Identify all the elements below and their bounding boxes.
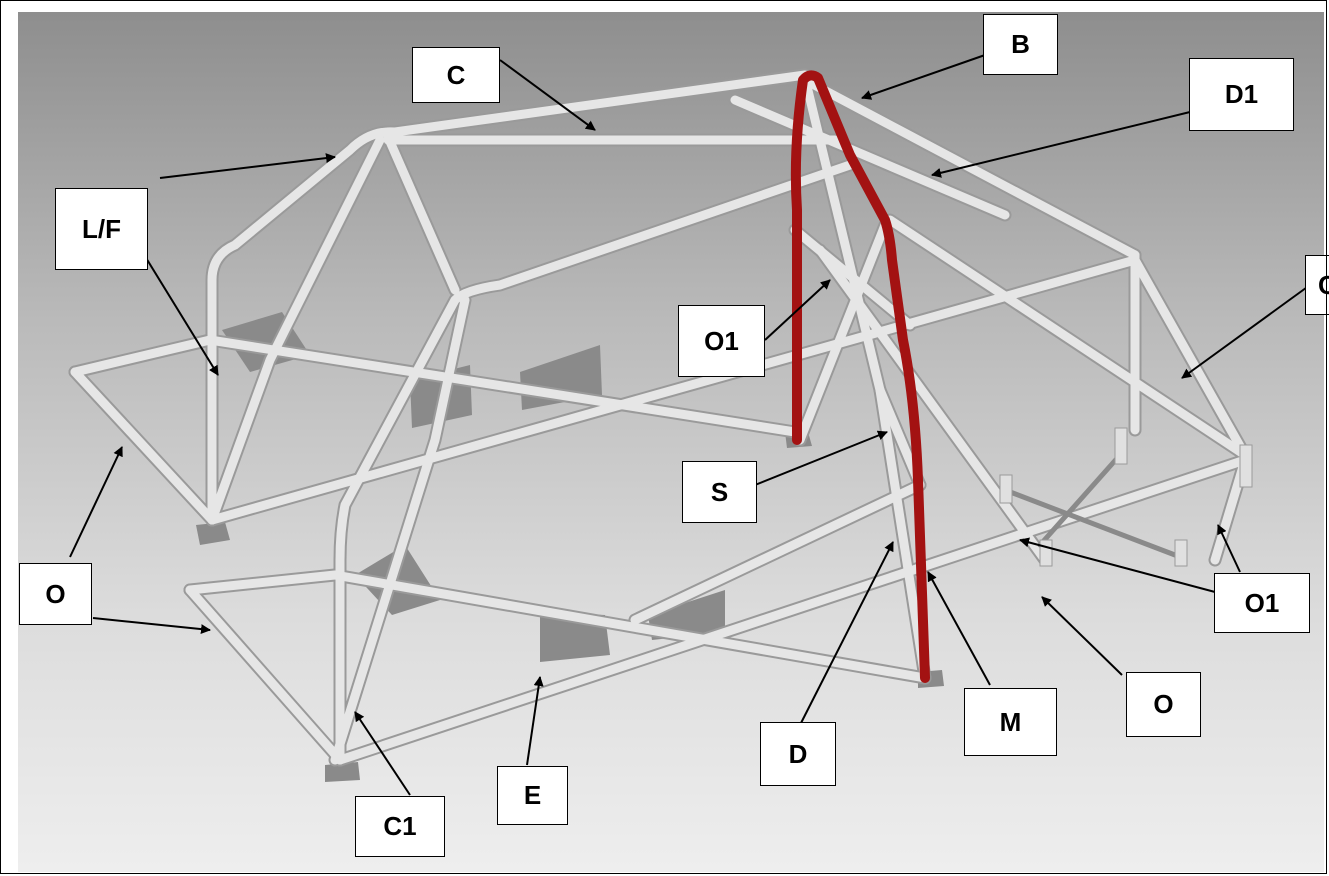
label-c1: C1: [355, 796, 445, 857]
gusset-plates: [196, 312, 944, 782]
label-d1: D1: [1189, 58, 1294, 131]
label-o-left: O: [19, 563, 92, 625]
label-m: M: [964, 688, 1057, 756]
label-o1-mid: O1: [678, 305, 765, 377]
roll-cage-tubes: [70, 70, 1250, 765]
label-c-right: C: [1305, 255, 1329, 315]
main-hoop: [790, 70, 930, 683]
label-c-top: C: [412, 47, 500, 103]
label-s: S: [682, 461, 757, 523]
label-lf: L/F: [55, 188, 148, 270]
label-e: E: [497, 766, 568, 825]
label-b: B: [983, 14, 1058, 75]
label-o-right: O: [1126, 672, 1201, 737]
label-d: D: [760, 722, 836, 786]
leader-arrows: [69, 54, 1311, 796]
label-o1-right: O1: [1214, 573, 1310, 633]
